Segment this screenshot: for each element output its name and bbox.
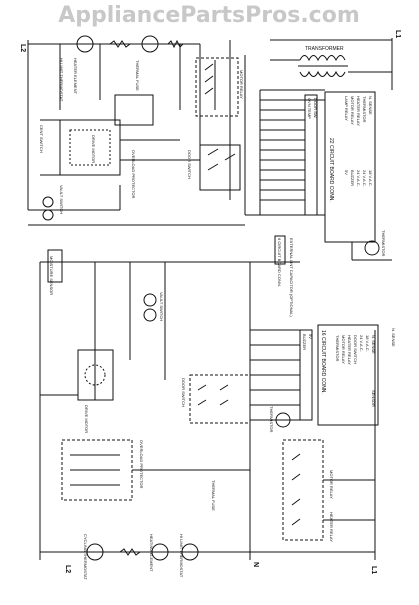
motor-relay-label: MOTOR RELAY	[239, 70, 244, 99]
board-row: MOTOR RELAY	[341, 335, 346, 364]
circuit-board-22-label: 22 CIRCUIT BOARD CONN.	[328, 138, 334, 202]
board-row: DOOR SWITCH	[353, 335, 358, 364]
thermistor-label: THERMISTOR	[381, 230, 386, 256]
door-switch-lower-label: DOOR SWITCH	[181, 378, 186, 407]
upper-labels: L2 L1 TRANSFORMER 22 CIRCUIT BOARD CONN.…	[19, 30, 401, 256]
vault-switch-lower-label: VAULT SWITCH	[159, 292, 164, 321]
hi-limit-thermostat-lower-label: HI LIMIT THERMOSTAT	[179, 534, 184, 578]
board-row: HEATER RELAY	[356, 96, 361, 126]
terminal-l1-bottom: L1	[370, 566, 377, 574]
board-row: DOOR SW.	[313, 98, 318, 118]
terminal-n-bottom: N	[252, 562, 259, 567]
board-row: 5V	[344, 170, 349, 175]
circuit-board-16-label: 16 CIRCUIT BOARD CONN.	[320, 330, 326, 394]
terminal-l2-bottom: L2	[64, 565, 71, 573]
thermal-fuse-label: THERMAL FUSE	[135, 60, 140, 91]
board-row: MOTOR RELAY	[350, 96, 355, 125]
board-row: 5V	[308, 334, 313, 339]
door-switch-label: DOOR SWITCH	[187, 150, 192, 179]
external-lint-capacitor-label: EXTERNAL LINT CAPACITOR (OPTIONAL)	[289, 238, 294, 317]
terminal-l1-top: L1	[394, 30, 401, 38]
upper-schematic	[27, 35, 393, 261]
lower-board-rows: THERMISTOR MOTOR RELAY HEATER RELAY DOOR…	[302, 334, 376, 407]
heating-element-label: HEATING ELEMENT	[149, 534, 154, 572]
board-row: 18 V.A.C.	[365, 335, 370, 352]
overload-protector-label: OVERLOAD PROTECTOR	[131, 150, 136, 198]
hi-limit-thermostat-label: HI LIMIT THERMOSTAT	[59, 58, 64, 102]
board-row: OVN TEMP	[307, 98, 312, 119]
thermal-fuse-lower-label: THERMAL FUSE	[211, 480, 216, 511]
motor-relay-lower-label: MOTOR RELAY	[329, 470, 334, 499]
drive-motor-lower-label: DRIVE MOTOR	[84, 405, 89, 433]
board-row: 24 V.A.C.	[356, 170, 361, 187]
board-row: 24 V.A.C.	[359, 335, 364, 352]
board-row: N. SENSE	[368, 96, 373, 115]
board-row: BUZZER	[350, 170, 355, 186]
heater-relay-lower-label: HEATER RELAY	[329, 512, 334, 542]
watermark: AppliancePartsPros.com	[58, 3, 360, 28]
board-row: SENSOR	[371, 390, 376, 407]
drive-motor-label: DRIVE MOTOR	[91, 135, 96, 163]
lower-labels: L2 N L1 16 CIRCUIT BOARD CONN. 6 CIRCUIT…	[49, 238, 396, 580]
circuit-board-6-label: 6 CIRCUIT BOARD CONN.	[277, 238, 282, 287]
lower-schematic	[39, 235, 379, 561]
cent-switch-label: CENT SWITCH	[39, 125, 44, 153]
board-row: HEATER RELAY	[347, 335, 352, 365]
board-row: N. SENSE	[371, 335, 376, 354]
terminal-l2-top: L2	[19, 44, 26, 52]
cycling-thermostat-label: CYCLING THERMOSTAT	[83, 534, 88, 580]
board-row: THERMISTOR	[335, 335, 340, 361]
board-row: 24 V.A.C.	[362, 170, 367, 187]
thermistor-lower-label: THERMISTOR	[269, 406, 274, 432]
board-row: 18 V.A.C.	[368, 170, 373, 187]
heater-element-label: HEATER ELEMENT	[73, 58, 78, 94]
upper-board-rows: OVN TEMP DOOR SW. LAMP RELAY MOTOR RELAY…	[307, 96, 373, 187]
sense-strip-label: N. SENSE	[391, 328, 396, 347]
moisture-sensor-label: MOISTURE SENSOR	[49, 256, 54, 295]
vault-switch-label: VAULT SWITCH	[59, 185, 64, 214]
board-row: BUZZER	[302, 334, 307, 350]
board-row: LAMP RELAY	[344, 96, 349, 121]
overload-protector-lower-label: OVERLOAD PROTECTOR	[139, 440, 144, 488]
transformer-label: TRANSFORMER	[305, 46, 344, 52]
board-row: THERMISTOR	[362, 96, 367, 122]
